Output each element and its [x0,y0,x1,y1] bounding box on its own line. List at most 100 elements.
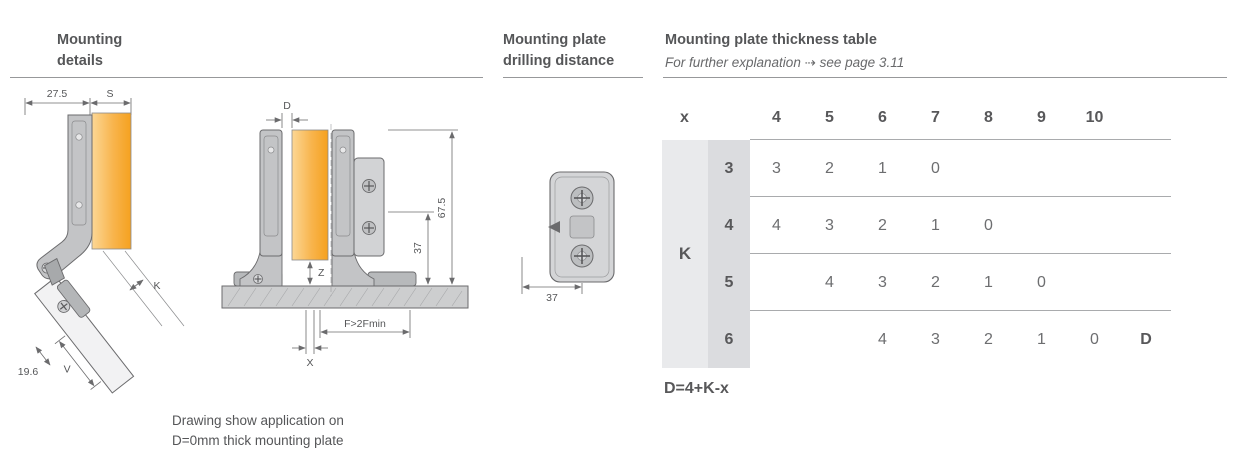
dim-37: 37 [546,292,558,304]
table-corner-label: x [680,108,689,126]
table-cell: 1 [878,159,887,177]
dim-196-line [35,346,51,366]
row-header: 6 [708,311,750,368]
thickness-formula: D=4+K-x [664,380,729,397]
column-header: 9 [1037,108,1046,126]
dim-d-lines [266,113,308,128]
dim-f: F>2Fmin [344,318,386,330]
table-cell: 0 [984,216,993,234]
dimension-lines-top [24,98,132,115]
dim-z: Z [318,267,325,279]
column-header: 7 [931,108,940,126]
title-line: Mounting plate [503,32,607,48]
table-cell: 2 [825,159,834,177]
table-cell: 1 [984,273,993,291]
table-cell: 2 [878,216,887,234]
table-cell: 3 [772,159,781,177]
table-cell [803,311,856,368]
dim-67-5: 67.5 [436,198,448,219]
dim-f-lines [319,310,411,338]
table-cell: 0 [931,159,940,177]
table-cell: 1 [1037,330,1046,348]
column-header: 8 [984,108,993,126]
table-header-line [750,95,1171,140]
dim-d: D [283,100,291,112]
section-subtitle: For further explanation ⇢ see page 3.11 [665,54,905,70]
title-line: drilling distance [503,52,615,69]
divider-right [663,77,1227,78]
drawing-caption: Drawing show application on D=0mm thick … [172,411,344,452]
row-header: 5 [708,254,750,311]
right-mounting-plate [367,271,417,287]
section-title-thickness-table: Mounting plate thickness table For furth… [665,30,904,72]
table-cell: 4 [772,216,781,234]
table-cell: 4 [878,330,887,348]
column-header: 10 [1085,108,1104,126]
cabinet-base-panel [221,285,469,309]
hinge-lever [44,257,65,286]
table-cell [750,254,803,311]
dim-37-lines [388,211,434,285]
divider-middle [503,77,643,78]
divider-left [10,77,483,78]
table-cell [1068,140,1121,197]
table-cell [1068,197,1121,254]
drilling-distance-drawing: D 67.5 37 Z F>2Fmin X [221,100,469,369]
mounting-plate [548,171,615,283]
table-cell [1015,197,1068,254]
dim-27-5: 27.5 [47,88,68,100]
thickness-table: x 4 5 6 7 8 9 10 K 3 4 5 6 3 2 1 0 4 3 2… [662,95,1171,368]
row-header: 4 [708,197,750,254]
dim-v: V [64,363,71,375]
mounting-details-drawing: 27.5 S K [18,88,185,394]
column-header: 6 [878,108,887,126]
column-header: 5 [825,108,834,126]
table-cell [750,311,803,368]
table-cell: 3 [878,273,887,291]
dim-x: X [306,357,313,369]
dim-s: S [106,88,113,100]
left-hinge [239,129,283,287]
direction-arrow-icon [548,221,560,233]
result-column-label: D [1140,330,1152,348]
door-plane-lines [102,250,185,327]
title-line: details [57,52,103,69]
table-row-line [750,197,1171,254]
dim-v-lines [54,335,102,390]
section-title-drilling-distance: Mounting plate drilling distance [503,30,614,71]
table-cell [962,140,1015,197]
table-row-line [750,140,1171,197]
dim-37-lines [521,257,583,294]
title-line: Mounting [57,32,123,48]
dim-k-line [129,279,144,291]
table-row-line [750,254,1171,311]
table-cell: 0 [1037,273,1046,291]
table-cell [1068,254,1121,311]
dim-k: K [153,280,160,292]
hinge-arm [36,114,93,280]
section-title-mounting-details: Mounting details [57,30,122,71]
dim-19-6: 19.6 [18,366,39,378]
title-line: Mounting plate thickness table [665,32,877,48]
dim-37: 37 [412,242,424,254]
table-cell: 1 [931,216,940,234]
door-panel [291,129,329,261]
table-cell: 4 [825,273,834,291]
right-hinge [331,129,385,287]
caption-line: D=0mm thick mounting plate [172,433,344,449]
table-cell: 3 [825,216,834,234]
table-cell [1015,140,1068,197]
table-cell: 0 [1090,330,1099,348]
dim-675-lines [388,129,458,285]
opened-door: V [34,257,135,394]
dim-x-lines [292,310,328,354]
caption-line: Drawing show application on [172,413,344,428]
cabinet-side-panel [91,112,132,250]
table-cell: 2 [984,330,993,348]
table-cell: 2 [931,273,940,291]
mounting-plate-drawing: 37 [521,171,615,304]
row-header: 3 [708,140,750,197]
row-axis-label: K [662,140,708,368]
column-header: 4 [772,108,781,126]
